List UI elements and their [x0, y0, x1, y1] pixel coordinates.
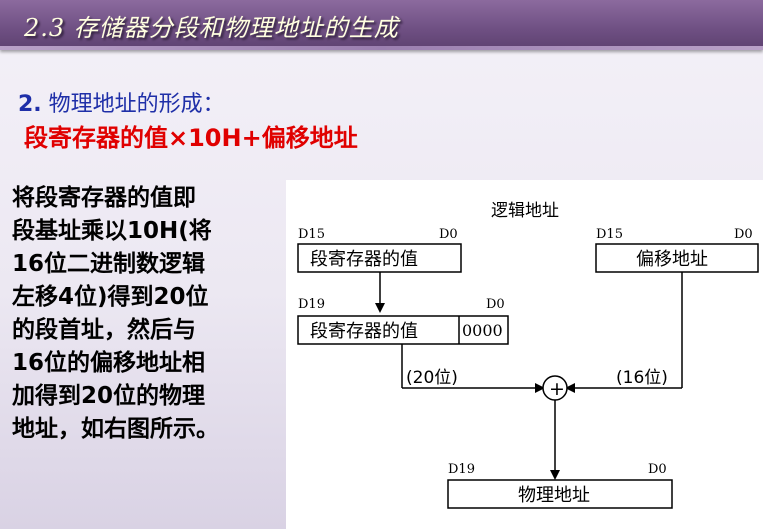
section-heading: 2. 物理地址的形成：: [18, 86, 225, 118]
seg-register-label: 段寄存器的值: [310, 249, 418, 270]
explanation-line: 将段寄存器的值即: [12, 185, 196, 211]
shifted-d0-label: D0: [486, 297, 505, 312]
slide-title: 2.3 存储器分段和物理地址的生成: [24, 14, 399, 42]
offset-d15-label: D15: [596, 227, 623, 242]
logical-address-label: 逻辑地址: [491, 201, 559, 221]
seg-d15-label: D15: [298, 227, 325, 242]
phys-d19-label: D19: [448, 462, 475, 477]
section-number: 2.: [18, 92, 42, 117]
explanation-line: 16位二进制数逻辑: [12, 251, 206, 277]
offset-d0-label: D0: [734, 227, 753, 242]
seg-register-box: [297, 243, 462, 273]
physical-address-box: [447, 479, 673, 509]
offset-box: [595, 243, 759, 273]
physical-address-label: 物理地址: [518, 485, 590, 506]
address-diagram: 逻辑地址 D15 D0 段寄存器的值 D15 D0 偏移地址 D19 D0 段寄…: [286, 180, 763, 529]
shifted-suffix: 0000: [462, 321, 503, 340]
explanation-text: 将段寄存器的值即 段基址乘以10H(将 16位二进制数逻辑 左移4位)得到20位…: [12, 182, 284, 446]
offset-label: 偏移地址: [636, 249, 708, 270]
explanation-line: 16位的偏移地址相: [12, 350, 206, 376]
address-diagram-svg: 逻辑地址 D15 D0 段寄存器的值 D15 D0 偏移地址 D19 D0 段寄…: [297, 201, 759, 509]
bits-20-label: (20位): [406, 368, 458, 388]
adder-symbol: +: [549, 378, 565, 400]
formula-heading: 段寄存器的值×10H+偏移地址: [24, 124, 358, 152]
explanation-line: 的段首址，然后与: [12, 317, 196, 343]
bits-16-label: (16位): [616, 368, 668, 388]
title-underline: [0, 46, 763, 50]
shifted-seg-box: [297, 315, 509, 345]
shifted-d19-label: D19: [298, 297, 325, 312]
explanation-line: 段基址乘以10H(将: [12, 218, 212, 244]
phys-d0-label: D0: [648, 462, 667, 477]
explanation-line: 地址，如右图所示。: [12, 416, 219, 442]
section-heading-text: 物理地址的形成：: [41, 92, 225, 117]
seg-d0-label: D0: [439, 227, 458, 242]
explanation-line: 左移4位)得到20位: [12, 284, 209, 310]
title-bar: 2.3 存储器分段和物理地址的生成: [0, 0, 763, 50]
explanation-line: 加得到20位的物理: [12, 383, 206, 409]
shifted-seg-label: 段寄存器的值: [310, 321, 418, 342]
